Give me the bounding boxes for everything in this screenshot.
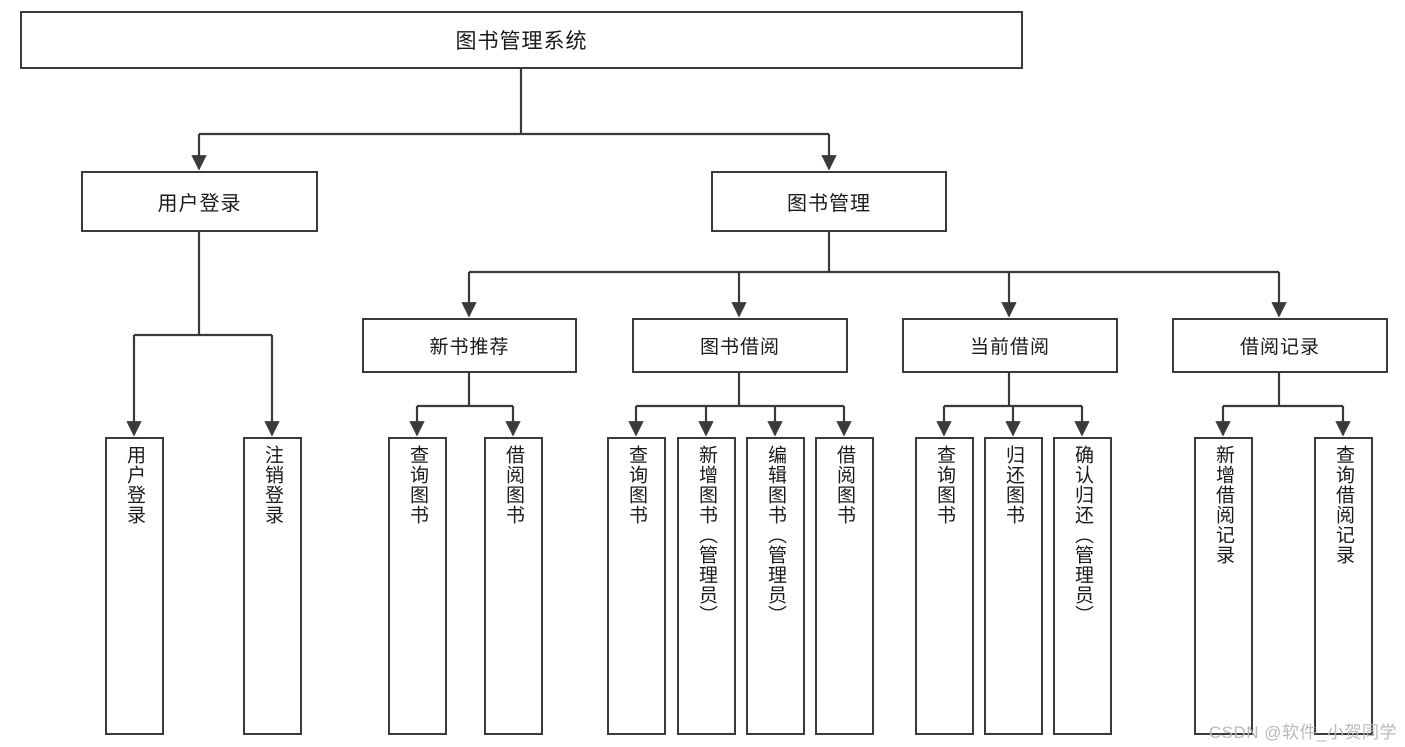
node-user-login-label: 用户登录 — [157, 193, 242, 215]
node-root-label: 图书管理系统 — [455, 30, 588, 53]
node-leaf-user-login[interactable]: 用户登录 — [105, 437, 164, 735]
node-leaf-confirm-return-admin[interactable]: 确认归还（管理员） — [1053, 437, 1112, 735]
node-book-borrow[interactable]: 图书借阅 — [632, 318, 848, 373]
node-leaf-query-book-rec-label: 查询图书 — [407, 445, 428, 525]
node-leaf-query-book-borrow-label: 查询图书 — [626, 445, 647, 525]
node-leaf-user-login-label: 用户登录 — [124, 445, 145, 525]
watermark-text: CSDN @软件_小贺同学 — [1208, 723, 1397, 742]
node-leaf-user-logout-label: 注销登录 — [262, 445, 283, 525]
node-leaf-borrow-book-rec-label: 借阅图书 — [503, 445, 524, 525]
node-leaf-user-logout[interactable]: 注销登录 — [243, 437, 302, 735]
node-leaf-query-borrow-record[interactable]: 查询借阅记录 — [1314, 437, 1373, 735]
node-borrow-record[interactable]: 借阅记录 — [1172, 318, 1388, 373]
node-leaf-edit-book-admin[interactable]: 编辑图书（管理员） — [746, 437, 805, 735]
node-book-manage-label: 图书管理 — [787, 193, 871, 215]
node-leaf-add-borrow-record-label: 新增借阅记录 — [1213, 445, 1234, 565]
node-leaf-query-book-current[interactable]: 查询图书 — [915, 437, 974, 735]
node-leaf-confirm-return-admin-label: 确认归还（管理员） — [1072, 445, 1093, 625]
node-leaf-borrow-book-label: 借阅图书 — [834, 445, 855, 525]
node-leaf-query-book-current-label: 查询图书 — [934, 445, 955, 525]
node-leaf-return-book[interactable]: 归还图书 — [984, 437, 1043, 735]
node-book-manage[interactable]: 图书管理 — [711, 171, 947, 232]
node-current-borrow[interactable]: 当前借阅 — [902, 318, 1118, 373]
node-new-book-recommend[interactable]: 新书推荐 — [362, 318, 577, 373]
node-leaf-query-borrow-record-label: 查询借阅记录 — [1333, 445, 1354, 565]
node-user-login[interactable]: 用户登录 — [81, 171, 318, 232]
node-borrow-record-label: 借阅记录 — [1239, 337, 1320, 358]
node-leaf-add-borrow-record[interactable]: 新增借阅记录 — [1194, 437, 1253, 735]
node-leaf-query-book-rec[interactable]: 查询图书 — [388, 437, 447, 735]
node-new-book-recommend-label: 新书推荐 — [429, 337, 510, 358]
node-leaf-query-book-borrow[interactable]: 查询图书 — [607, 437, 666, 735]
node-leaf-edit-book-admin-label: 编辑图书（管理员） — [765, 445, 786, 625]
node-root[interactable]: 图书管理系统 — [20, 11, 1023, 69]
node-leaf-return-book-label: 归还图书 — [1003, 445, 1024, 525]
node-book-borrow-label: 图书借阅 — [699, 337, 780, 358]
node-current-borrow-label: 当前借阅 — [969, 337, 1050, 358]
node-leaf-borrow-book[interactable]: 借阅图书 — [815, 437, 874, 735]
node-leaf-add-book-admin[interactable]: 新增图书（管理员） — [677, 437, 736, 735]
node-leaf-borrow-book-rec[interactable]: 借阅图书 — [484, 437, 543, 735]
node-leaf-add-book-admin-label: 新增图书（管理员） — [696, 445, 717, 625]
